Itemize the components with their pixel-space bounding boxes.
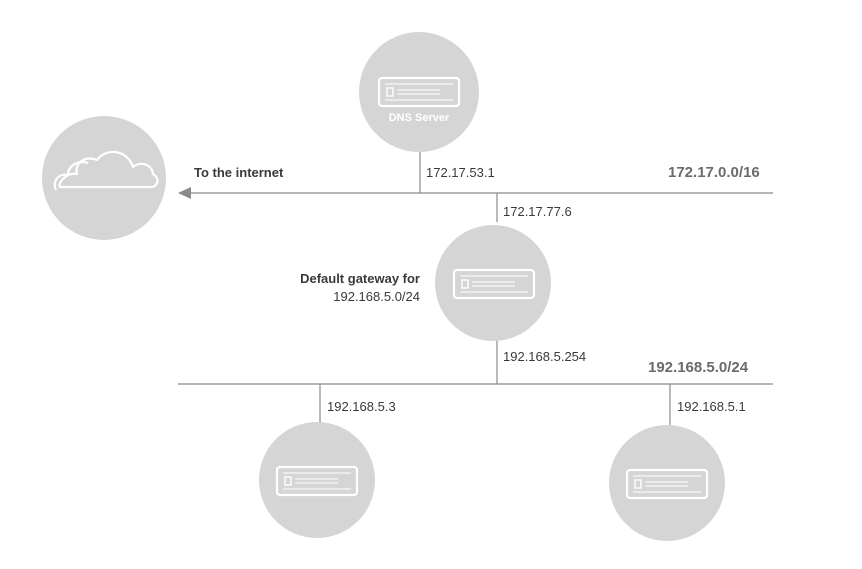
cloud-icon	[53, 150, 159, 191]
upstream-network-cidr: 172.17.0.0/16	[668, 164, 760, 181]
host-2-node	[609, 425, 725, 541]
host-1-node	[259, 422, 375, 538]
dns-server-node	[359, 32, 479, 152]
local-network-cidr: 192.168.5.0/24	[648, 359, 749, 376]
host-2-ip: 192.168.5.1	[677, 399, 746, 414]
gateway-label-network: 192.168.5.0/24	[333, 289, 420, 304]
host-1-ip: 192.168.5.3	[327, 399, 396, 414]
gateway-upstream-ip: 172.17.77.6	[503, 204, 572, 219]
dns-server-ip: 172.17.53.1	[426, 165, 495, 180]
gateway-downstream-ip: 192.168.5.254	[503, 349, 587, 364]
server-icon	[452, 268, 536, 300]
internet-label: To the internet	[194, 165, 284, 180]
dns-server-label: DNS Server	[388, 112, 450, 124]
server-icon	[275, 465, 359, 497]
internet-cloud-node	[42, 116, 166, 240]
gateway-node	[435, 225, 551, 341]
server-icon	[377, 76, 461, 108]
internet-arrowhead	[178, 187, 191, 199]
server-icon	[625, 468, 709, 500]
gateway-label: Default gateway for	[300, 271, 420, 286]
